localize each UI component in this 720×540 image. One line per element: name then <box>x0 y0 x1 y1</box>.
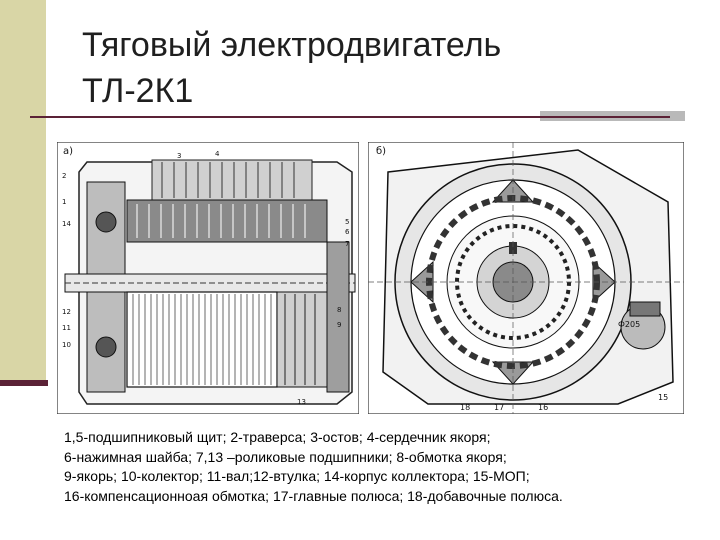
callout-label: 11 <box>62 324 71 332</box>
page-title: Тяговый электродвигатель ТЛ-2К1 <box>82 22 501 114</box>
callout-label: 18 <box>460 403 470 412</box>
caption-line: 6-нажимная шайба; 7,13 –роликовые подшип… <box>64 448 507 465</box>
callout-label: 1 <box>62 198 66 206</box>
title-line-2: ТЛ-2К1 <box>82 72 194 110</box>
callout-label: 14 <box>62 220 71 228</box>
callout-label: 2 <box>62 172 66 180</box>
callout-label: 9 <box>337 321 341 329</box>
callout-label: 13 <box>297 398 306 406</box>
callout-label: 6 <box>345 228 350 236</box>
callout-label: 3 <box>177 152 181 160</box>
panel-label-b: б) <box>376 146 386 157</box>
panel-label-a: а) <box>63 146 73 157</box>
decorative-side-bar-accent <box>0 380 48 386</box>
title-line-1: Тяговый электродвигатель <box>82 26 502 64</box>
callout-label: 7 <box>345 240 349 248</box>
callout-label: 15 <box>658 393 668 402</box>
figure-caption: 1,5-подшипниковый щит; 2-траверса; 3-ост… <box>64 428 704 506</box>
callout-label: 10 <box>62 341 71 349</box>
callout-label: 8 <box>337 306 341 314</box>
callout-label: 16 <box>538 403 548 412</box>
caption-line: 16-компенсационноая обмотка; 17-главные … <box>64 487 563 504</box>
callout-label: 5 <box>345 218 349 226</box>
motor-cross-section-drawing: б) Ф205 18 17 16 15 <box>368 142 684 414</box>
callout-label: 12 <box>62 308 71 316</box>
caption-line: 9-якорь; 10-колектор; 11-вал;12-втулка; … <box>64 468 530 484</box>
dimension-label: Ф205 <box>618 320 640 329</box>
caption-line: 1,5-подшипниковый щит; 2-траверса; 3-ост… <box>64 429 491 445</box>
callout-label: 4 <box>215 150 220 158</box>
callout-label: 17 <box>494 403 504 412</box>
decorative-side-bar <box>0 0 46 385</box>
motor-section-drawing: а) 2 1 14 12 11 10 3 4 5 6 7 8 9 13 <box>57 142 359 414</box>
title-rule <box>30 116 670 118</box>
